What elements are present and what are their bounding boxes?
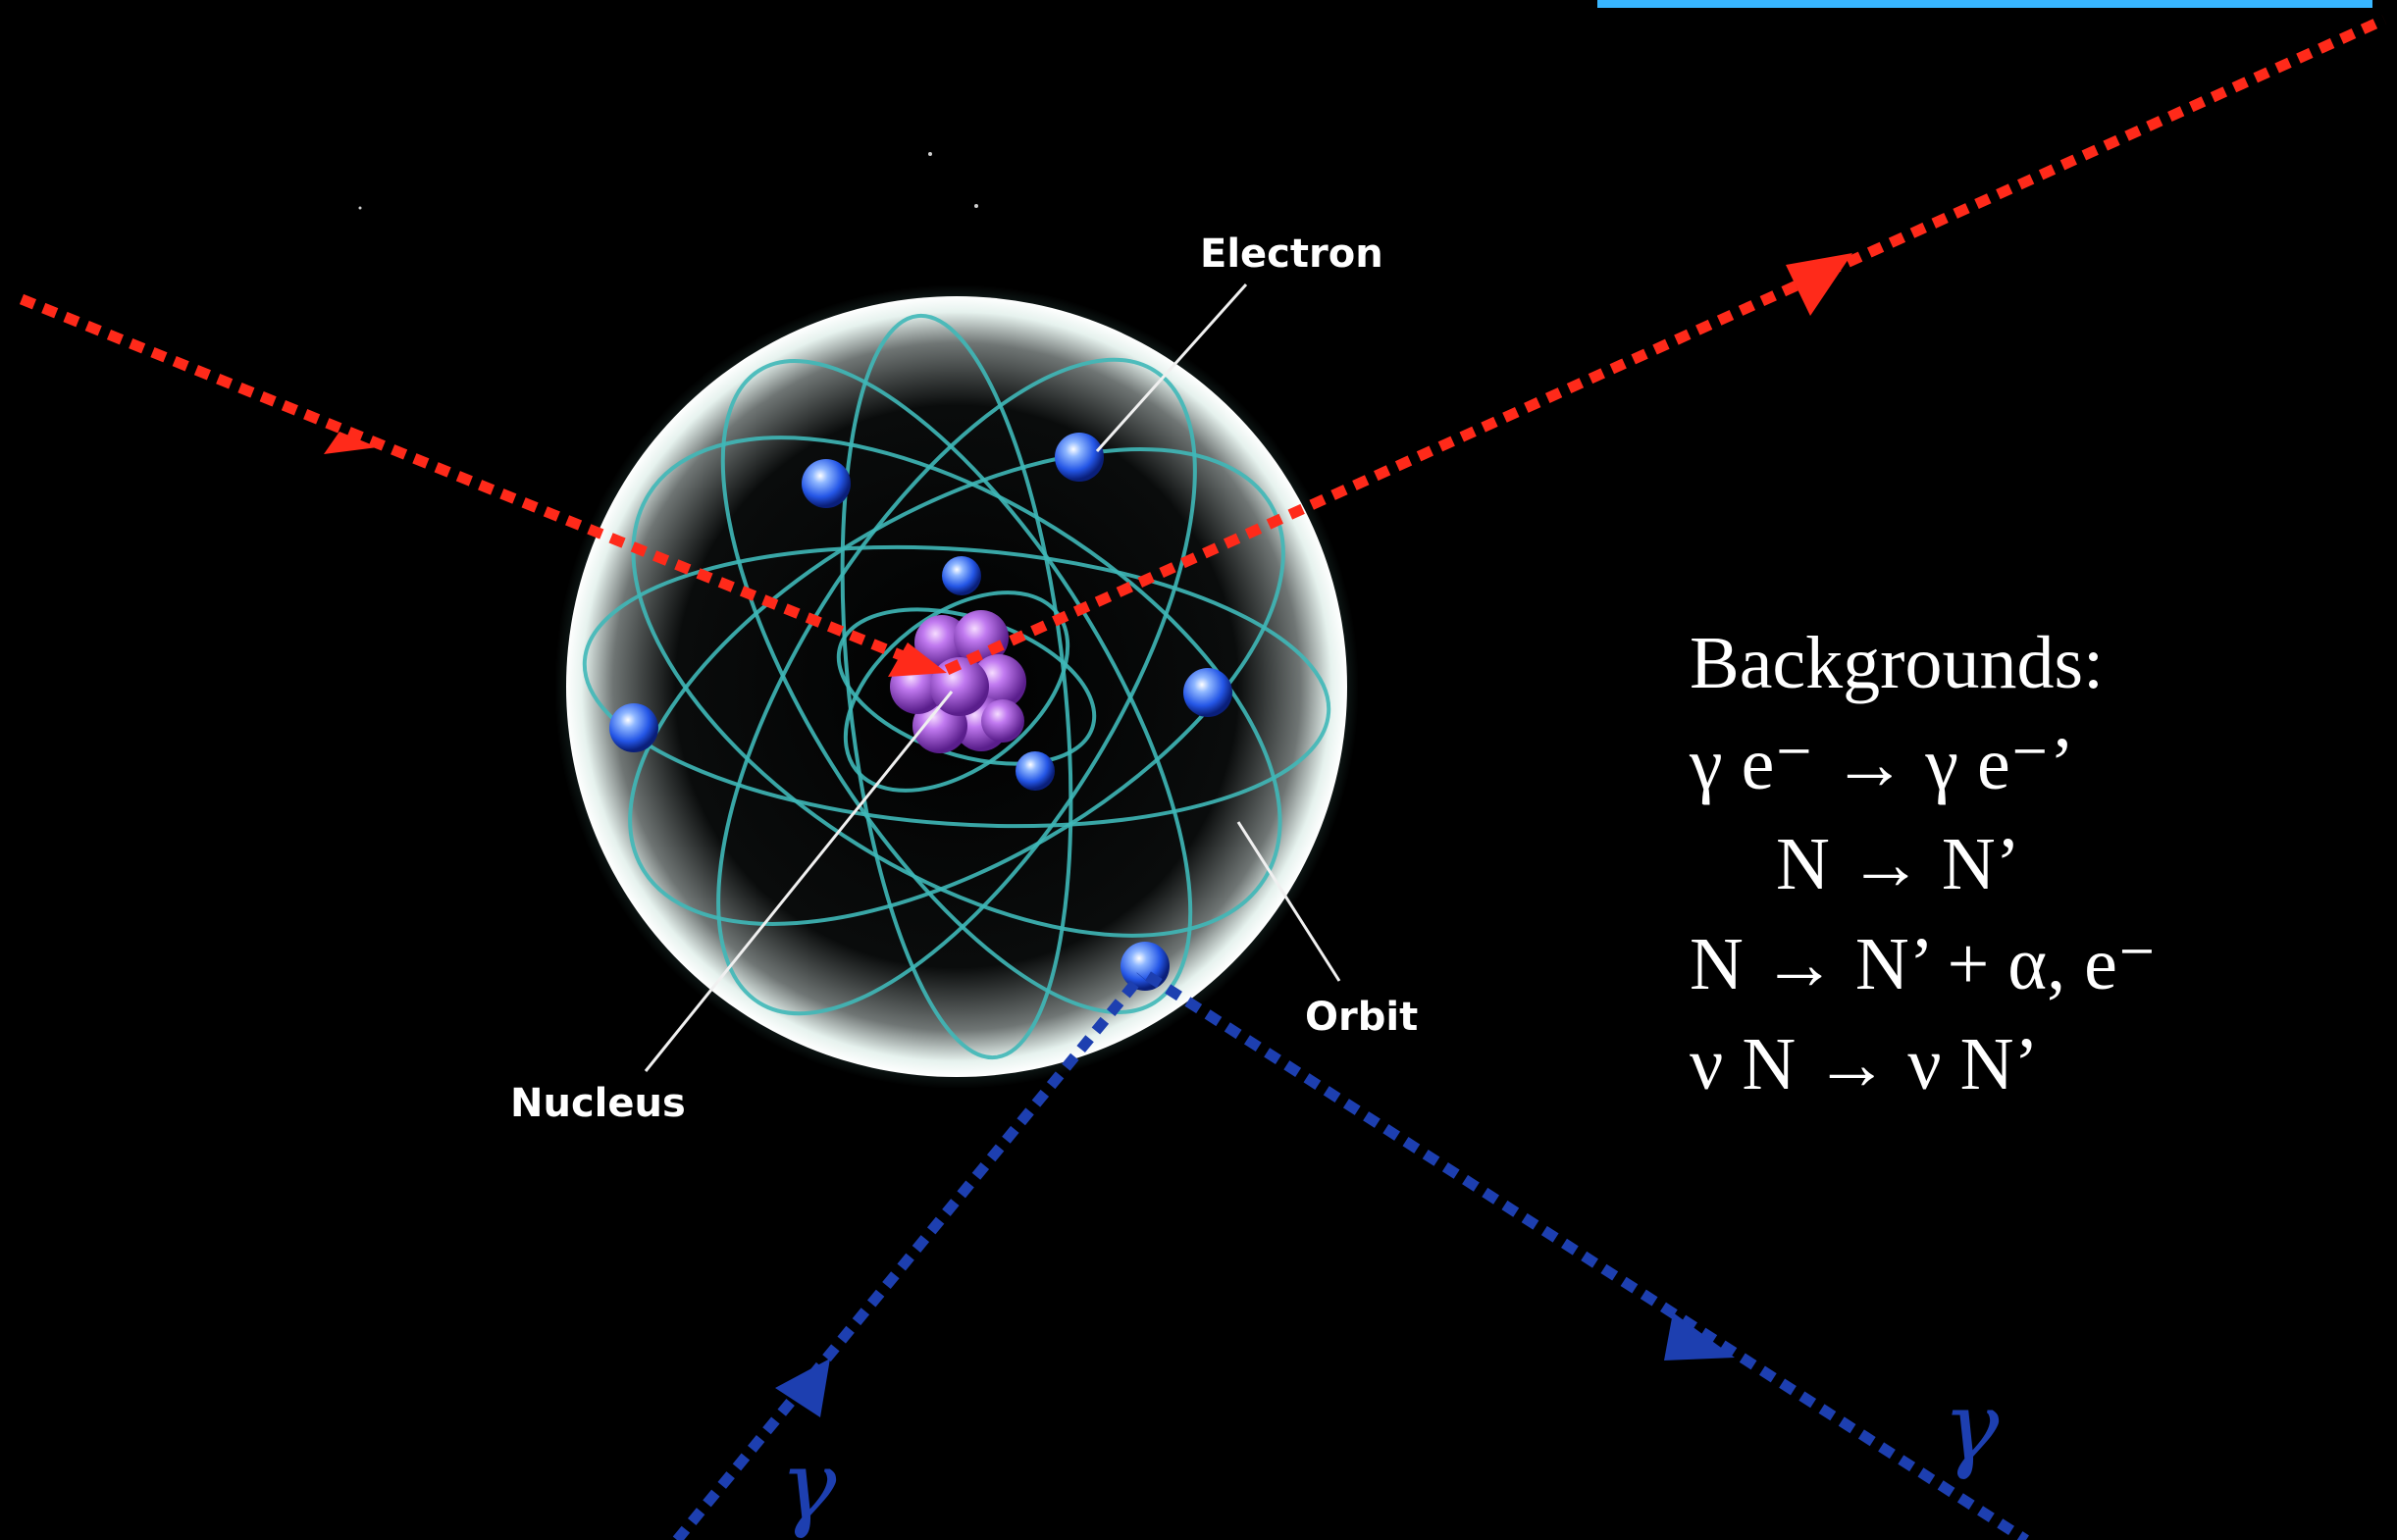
scattered-arrow: [1786, 253, 1852, 316]
reaction-nuclear-recoil: N → N’: [1776, 823, 2021, 905]
reaction-nuclear-decay: N → N’ + α, e⁻: [1690, 923, 2157, 1005]
electron-particle: [1120, 942, 1170, 991]
top-highlight-bar: [1597, 0, 2372, 8]
nucleus-label: Nucleus: [510, 1081, 686, 1126]
outgoing-gamma-symbol: γ: [1943, 1372, 2000, 1482]
reaction-neutrino-scatter: ν N → ν N’: [1690, 1023, 2039, 1105]
label-leaders: [644, 283, 1341, 1072]
electron-particle: [609, 703, 658, 752]
incoming-gamma-arrow: [775, 1359, 830, 1417]
backgrounds-panel: Backgrounds: γ e⁻ → γ e⁻’ N → N’ N → N’ …: [1690, 616, 2357, 1114]
nucleus: [890, 610, 1026, 753]
electrons: [609, 433, 1232, 991]
incident-arrow-nucleus: [888, 642, 947, 677]
backgrounds-title: Backgrounds:: [1690, 622, 2105, 704]
incoming-gamma-path: [672, 972, 1146, 1540]
electron-particle: [942, 556, 981, 595]
scattered-particle-path: [944, 14, 2387, 676]
incident-arrow: [324, 432, 378, 454]
incident-particle-path: [19, 293, 947, 677]
outgoing-gamma-path: [1145, 971, 2029, 1540]
orbit-label: Orbit: [1305, 995, 1418, 1040]
star-dots: [358, 152, 978, 210]
electron-particle: [1183, 668, 1232, 717]
reaction-compton: γ e⁻ → γ e⁻’: [1690, 723, 2075, 805]
electron-particle: [802, 459, 851, 508]
electron-particle: [1016, 751, 1055, 791]
outgoing-gamma-arrow: [1664, 1312, 1735, 1360]
electron-label: Electron: [1200, 231, 1383, 277]
incoming-gamma-symbol: γ: [780, 1431, 837, 1540]
electron-particle: [1055, 433, 1104, 482]
